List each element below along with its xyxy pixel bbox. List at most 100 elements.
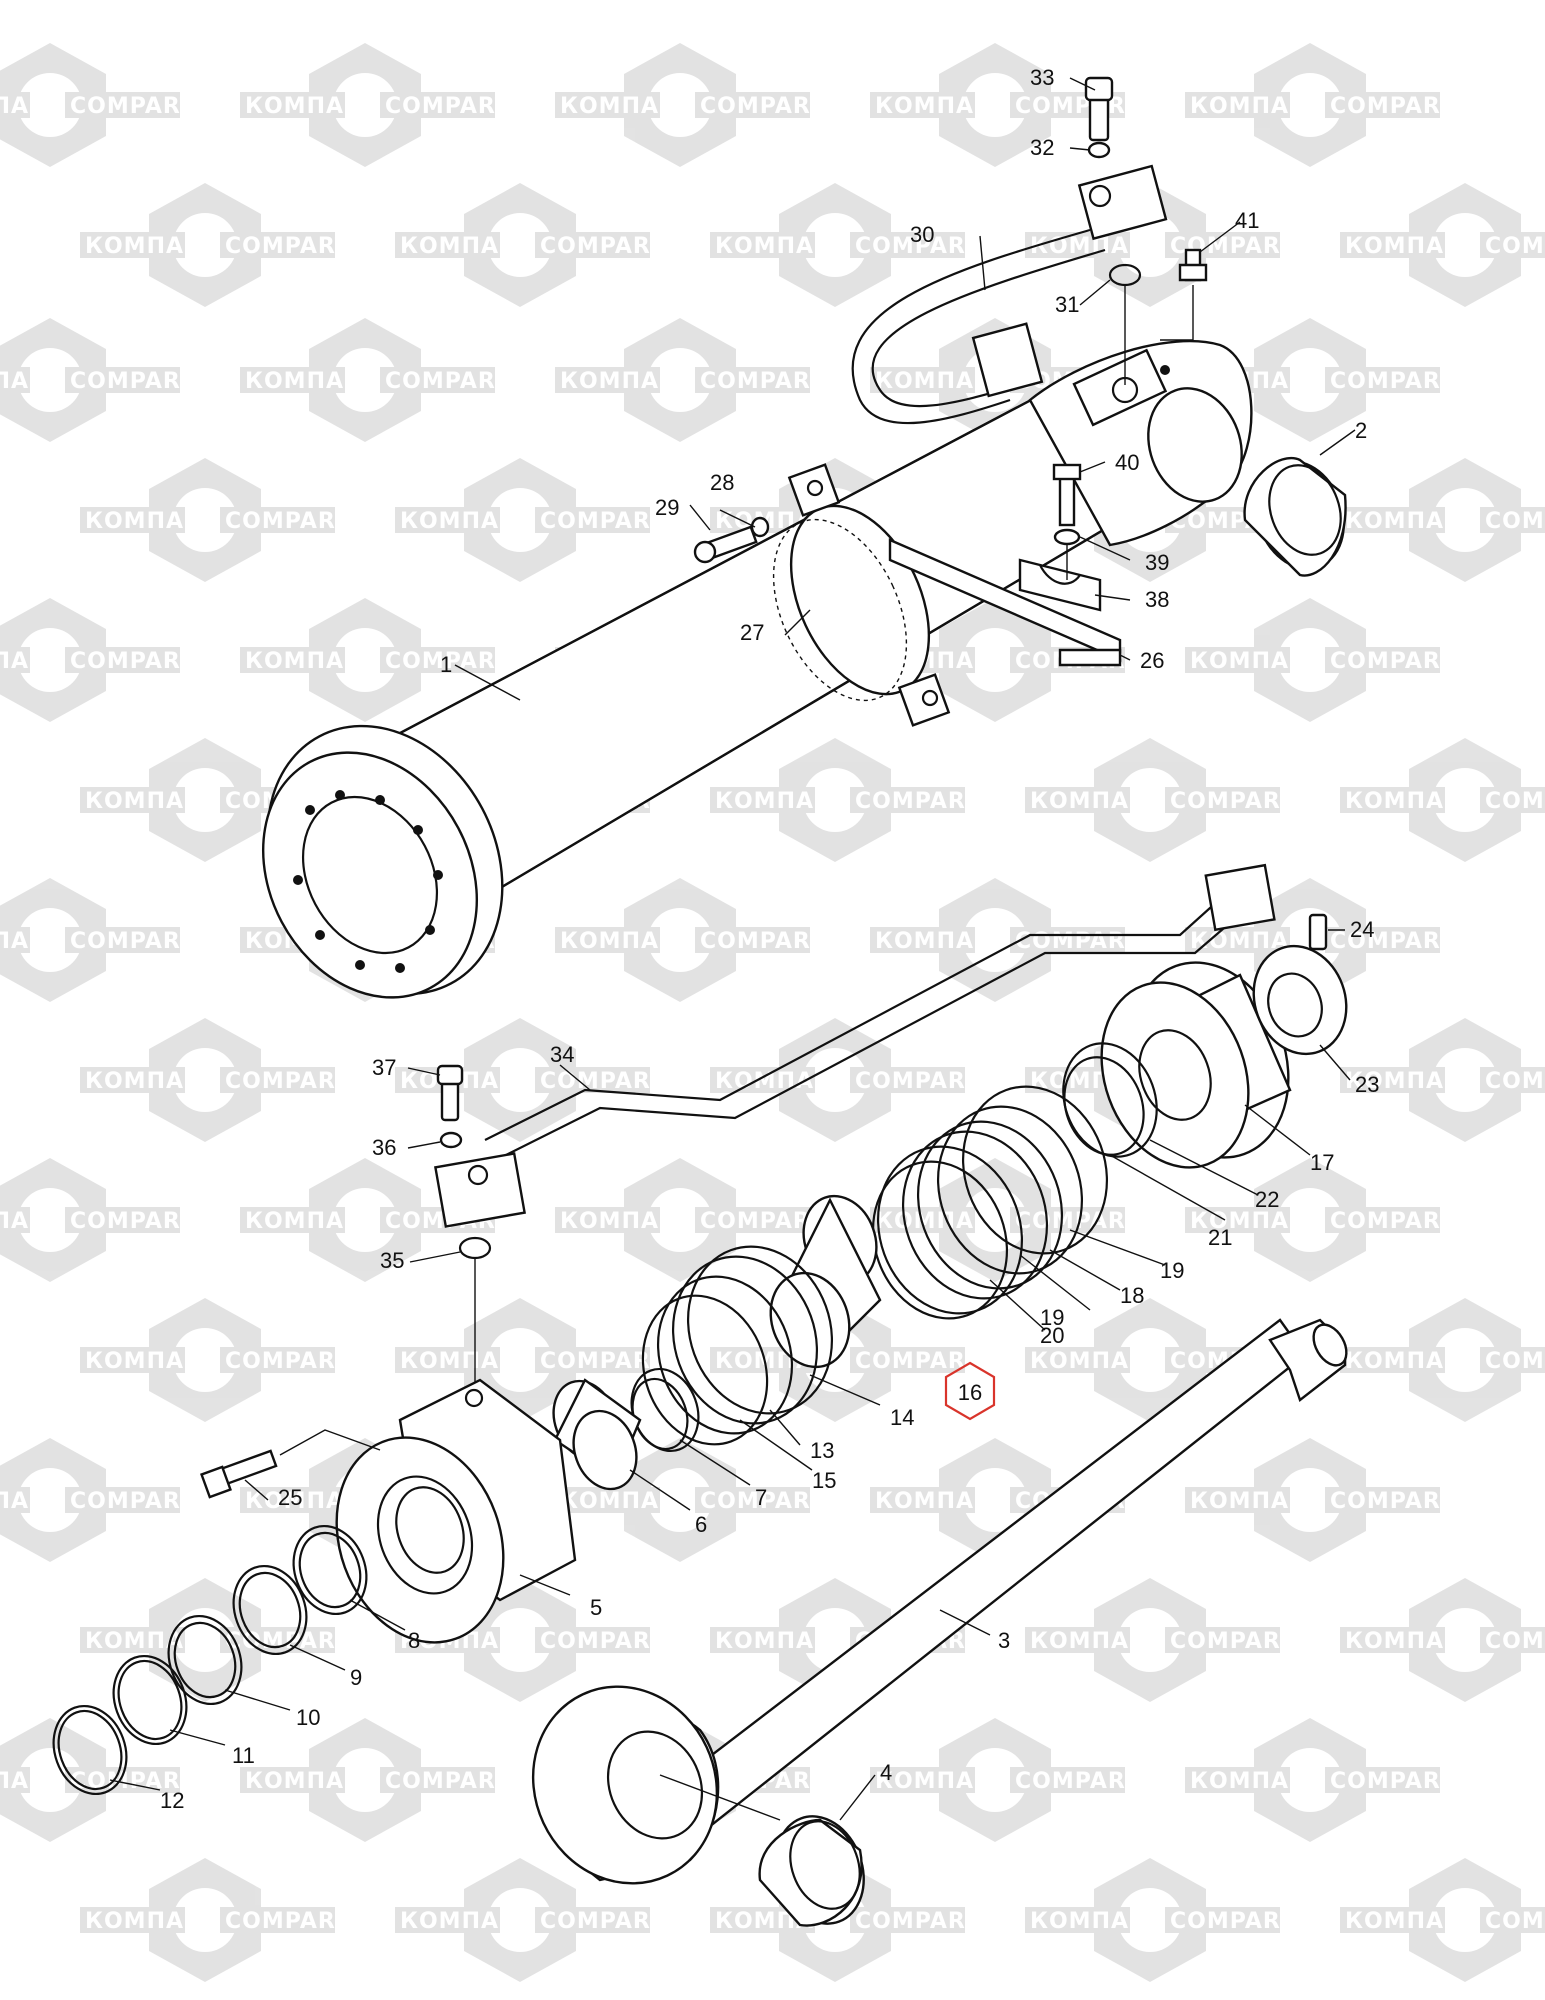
watermark-text-ru: КОМПАРТ [85, 789, 217, 814]
callout-30[interactable]: 30 [910, 222, 934, 247]
callout-18[interactable]: 18 [1120, 1283, 1144, 1308]
watermark-text-en: COMPART [1485, 509, 1545, 534]
callout-13[interactable]: 13 [810, 1438, 834, 1463]
watermark-text-en: COMPART [385, 94, 511, 119]
callout-7[interactable]: 7 [755, 1485, 767, 1510]
callout-40[interactable]: 40 [1115, 450, 1139, 475]
watermark-text-ru: КОМПАРТ [1190, 649, 1322, 674]
watermark-text-ru: КОМПАРТ [85, 1629, 217, 1654]
callout-24[interactable]: 24 [1350, 917, 1374, 942]
callout-23[interactable]: 23 [1355, 1072, 1379, 1097]
callout-4[interactable]: 4 [880, 1760, 892, 1785]
highlighted-callout-16[interactable]: 16 [944, 1361, 996, 1421]
watermark-text-ru: КОМПАРТ [1345, 1909, 1477, 1934]
watermark-text-en: COMPART [1170, 789, 1296, 814]
watermark-text-ru: КОМПАРТ [715, 789, 847, 814]
watermark-text-ru: КОМПАРТ [0, 369, 62, 394]
watermark-text-en: COMPART [700, 1489, 826, 1514]
callout-25[interactable]: 25 [278, 1485, 302, 1510]
watermark-text-en: COMPART [70, 1489, 196, 1514]
watermark-text-ru: КОМПАРТ [400, 509, 532, 534]
callout-20[interactable]: 20 [1040, 1323, 1064, 1348]
watermark-text-ru: КОМПАРТ [1030, 1349, 1162, 1374]
callout-1[interactable]: 1 [440, 652, 452, 677]
callout-36[interactable]: 36 [372, 1135, 396, 1160]
callout-41[interactable]: 41 [1235, 208, 1259, 233]
watermark-text-ru: КОМПАРТ [85, 234, 217, 259]
watermark-text-ru: КОМПАРТ [245, 1209, 377, 1234]
callout-6[interactable]: 6 [695, 1512, 707, 1537]
callout-26[interactable]: 26 [1140, 648, 1164, 673]
watermark-text-en: COMPART [70, 649, 196, 674]
callout-28[interactable]: 28 [710, 470, 734, 495]
watermark-text-ru: КОМПАРТ [245, 94, 377, 119]
watermark-text-ru: КОМПАРТ [1190, 1489, 1322, 1514]
watermark-tile: КОМПАРТ COMPART [1025, 738, 1296, 862]
callout-37[interactable]: 37 [372, 1055, 396, 1080]
watermark-text-ru: КОМПАРТ [560, 1209, 692, 1234]
watermark-text-ru: КОМПАРТ [1030, 789, 1162, 814]
callout-21[interactable]: 21 [1208, 1225, 1232, 1250]
watermark-text-ru: КОМПАРТ [0, 929, 62, 954]
callout-27[interactable]: 27 [740, 620, 764, 645]
callout-38[interactable]: 38 [1145, 587, 1169, 612]
callout-32[interactable]: 32 [1030, 135, 1054, 160]
callout-39[interactable]: 39 [1145, 550, 1169, 575]
callout-15[interactable]: 15 [812, 1468, 836, 1493]
watermark-text-en: COMPART [700, 369, 826, 394]
watermark-text-ru: КОМПАРТ [875, 929, 1007, 954]
watermark-text-ru: КОМПАРТ [245, 1769, 377, 1794]
callout-19-lower[interactable]: 19 [1040, 1305, 1064, 1330]
watermark-text-en: COMPART [1485, 1349, 1545, 1374]
watermark-text-en: COMPART [540, 1349, 666, 1374]
watermark-text-en: COMPART [540, 1909, 666, 1934]
watermark-text-en: COMPART [540, 1069, 666, 1094]
callout-19-upper[interactable]: 19 [1160, 1258, 1184, 1283]
callout-9[interactable]: 9 [350, 1665, 362, 1690]
callout-31[interactable]: 31 [1055, 292, 1079, 317]
callout-33[interactable]: 33 [1030, 65, 1054, 90]
watermark-text-en: COMPART [1330, 1769, 1456, 1794]
watermark-text-en: COMPART [1330, 929, 1456, 954]
callout-2[interactable]: 2 [1355, 418, 1367, 443]
callout-12[interactable]: 12 [160, 1788, 184, 1813]
watermark-text-ru: КОМПАРТ [85, 1069, 217, 1094]
piston-rod-assembly [52, 863, 1348, 1927]
callout-29[interactable]: 29 [655, 495, 679, 520]
watermark-text-en: COMPART [385, 649, 511, 674]
watermark-text-ru: КОМПАРТ [0, 649, 62, 674]
callout-8[interactable]: 8 [408, 1628, 420, 1653]
watermark-text-ru: КОМПАРТ [1030, 1629, 1162, 1654]
callout-10[interactable]: 10 [296, 1705, 320, 1730]
callout-35[interactable]: 35 [380, 1248, 404, 1273]
watermark-text-ru: КОМПАРТ [875, 1769, 1007, 1794]
callout-5[interactable]: 5 [590, 1595, 602, 1620]
callout-11[interactable]: 11 [232, 1743, 255, 1768]
callout-34[interactable]: 34 [550, 1042, 574, 1067]
callout-14[interactable]: 14 [890, 1405, 914, 1430]
watermark-text-en: COMPART [225, 234, 351, 259]
callout-3[interactable]: 3 [998, 1628, 1010, 1653]
callout-22[interactable]: 22 [1255, 1187, 1279, 1212]
callout-17[interactable]: 17 [1310, 1150, 1334, 1175]
watermark-text-en: COMPART [855, 234, 981, 259]
watermark-text-en: COMPART [1485, 1069, 1545, 1094]
watermark-text-ru: КОМПАРТ [875, 1489, 1007, 1514]
